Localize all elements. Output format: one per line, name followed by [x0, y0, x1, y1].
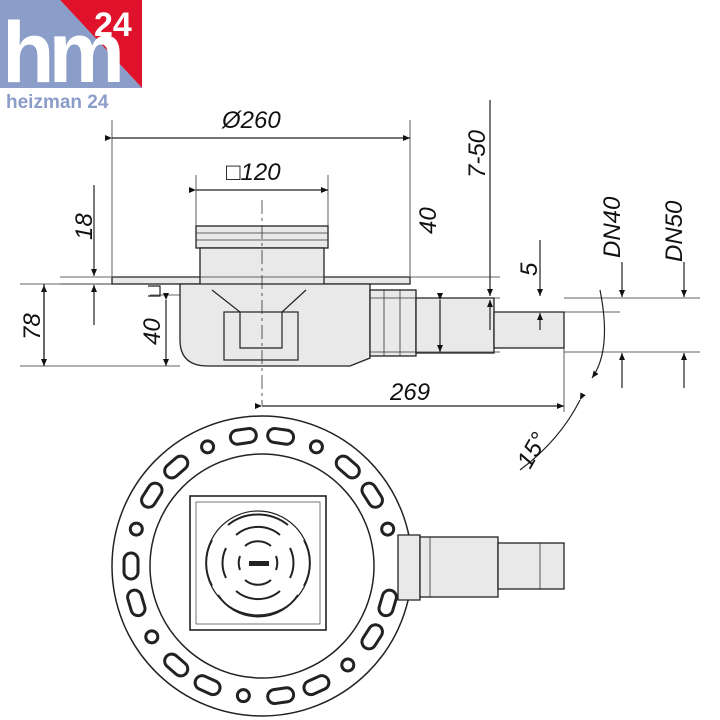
dim-40-right: 40 — [415, 207, 442, 234]
dim-angle: 15° — [512, 428, 554, 473]
top-outlet-sleeve — [397, 534, 421, 601]
screw-hole — [308, 439, 324, 455]
flange-slot — [377, 588, 398, 618]
flange-slot — [228, 426, 258, 446]
flange-slot — [193, 674, 222, 697]
logo-blue-triangle — [0, 0, 142, 88]
logo-letters: hm — [2, 5, 121, 101]
dimension-lines — [20, 100, 700, 471]
dim-dn40: DN40 — [599, 196, 626, 258]
drain-body — [179, 283, 371, 367]
flange-slot — [360, 481, 384, 509]
top-outlet-pipe-dn50 — [419, 536, 499, 598]
dim-269: 269 — [389, 379, 430, 406]
dim-dn50: DN50 — [661, 200, 688, 262]
flange-slot — [163, 652, 190, 678]
flange-slot — [266, 426, 296, 446]
screw-hole — [128, 521, 144, 537]
screw-hole — [144, 629, 160, 645]
dim-40-left: 40 — [139, 318, 166, 345]
top-view — [111, 415, 565, 717]
outlet-pipe-dn40 — [493, 311, 565, 349]
flange-slot — [126, 588, 147, 618]
inner-ring — [149, 453, 375, 679]
screw-hole — [380, 521, 396, 537]
screw-hole — [200, 439, 216, 455]
dim-diameter: Ø260 — [221, 107, 281, 134]
logo-caption: heizman 24 — [6, 92, 109, 113]
flange-slot — [140, 481, 164, 509]
flange-slot — [360, 623, 384, 651]
flange-slot — [266, 686, 296, 706]
dimension-labels: Ø260 □120 18 78 40 40 7-50 5 DN40 DN50 2… — [19, 107, 688, 473]
screw-hole — [340, 657, 356, 673]
flange-slot — [122, 551, 140, 581]
grate-pattern — [205, 510, 311, 618]
dim-7-50: 7-50 — [464, 129, 491, 178]
screw-hole — [235, 688, 251, 704]
side-section-view — [111, 200, 565, 405]
odour-trap — [211, 289, 307, 349]
dim-5: 5 — [516, 262, 543, 276]
top-outlet-pipe-dn40 — [497, 542, 565, 590]
logo-caption-bar — [0, 88, 142, 113]
dim-18: 18 — [71, 213, 98, 240]
flange-slot — [302, 674, 331, 697]
flange-slots — [122, 426, 398, 706]
flange-slot — [334, 454, 361, 480]
flange-slot — [163, 454, 190, 480]
dim-78: 78 — [19, 313, 46, 340]
brand-logo: hm 24 heizman 24 — [0, 0, 142, 113]
outlet-sleeve — [369, 289, 417, 357]
dim-grate: □120 — [226, 159, 281, 186]
grate-center-label — [249, 561, 269, 566]
outlet-pipe-dn50 — [415, 297, 495, 354]
logo-number: 24 — [94, 6, 132, 44]
